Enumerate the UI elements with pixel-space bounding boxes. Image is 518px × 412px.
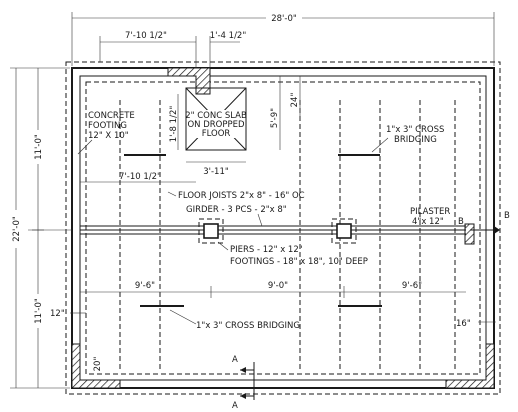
dim-corner: 20" [93, 357, 103, 372]
wall-outer-line [71, 67, 495, 389]
label-pilaster-2: 4"x 12" [412, 217, 444, 227]
label-concrete-footing-3: 12" X 10" [88, 131, 129, 141]
dim-text-bg [9, 210, 23, 248]
floor-joists [119, 100, 456, 370]
leader-concrete-footing [77, 139, 93, 155]
dim-top-left-run: 7'-10 1/2" [125, 31, 167, 41]
section-a-arrow-icon [240, 393, 246, 399]
dim-span-right: 9'-6" [402, 281, 422, 291]
dim-overall-depth: 22'-0" [12, 216, 22, 242]
slab-label-line3: FLOOR [202, 129, 231, 139]
dimension-lines: 28'-0" 7'-10 1/2" 1'-4 1/2" 1'-8 1/2" 5'… [9, 11, 496, 389]
section-a-top: A [232, 355, 238, 365]
dropped-slab: 2" CONC SLAB ON DROPPED FLOOR [185, 87, 247, 151]
section-a-bottom: A [232, 401, 238, 411]
pilaster [464, 223, 475, 245]
annotations: CONCRETE FOOTING 12" X 10" 1"x 3" CROSS … [77, 111, 450, 331]
dim-text-bg [31, 130, 45, 164]
dim-slab-width: 3'-11" [203, 167, 229, 177]
label-piers: PIERS - 12" x 12" [230, 245, 303, 255]
slab-outline [185, 87, 247, 151]
slab-label-line1: 2" CONC SLAB [185, 111, 247, 121]
piers [198, 218, 357, 244]
pier-footing [198, 218, 224, 244]
leader-floor-joists [167, 191, 177, 197]
pier [336, 223, 352, 239]
dim-span-center: 9'-0" [268, 281, 288, 291]
label-bridging-top-2: BRIDGING [394, 135, 437, 145]
section-a-arrow-icon [240, 367, 246, 373]
cross-bridging-marks [124, 154, 382, 307]
leader-bridging-top [371, 137, 389, 153]
hatched-wall-notch [167, 67, 211, 95]
label-pilaster-1: PILASTER [410, 207, 450, 217]
label-bridging-bottom: 1"x 3" CROSS BRIDGING [196, 321, 300, 331]
label-concrete-footing-2: FOOTING [88, 121, 127, 131]
section-b-right: B [504, 211, 510, 221]
footing-outline-outer [65, 61, 501, 395]
section-markers: B B A A [232, 211, 510, 411]
label-bridging-top-1: 1"x 3" CROSS [386, 125, 444, 135]
label-floor-joists: FLOOR JOISTS 2"x 8" - 16" OC [178, 191, 305, 201]
dim-span-left: 9'-6" [135, 281, 155, 291]
dim-slab-top: 24" [290, 93, 300, 108]
dim-slab-depth: 5'-9" [270, 108, 280, 128]
hatched-corner-bottom-right [445, 343, 495, 389]
footing-outline-inner [85, 81, 481, 375]
leader-bridging-bottom [169, 309, 197, 325]
dim-mid-left-run: 7'-10 1/2" [119, 172, 161, 182]
dim-upper-half: 11'-0" [34, 134, 44, 160]
section-b-arrow-icon [494, 226, 500, 234]
dim-lower-half: 11'-0" [34, 298, 44, 324]
slab-label-line2: ON DROPPED [187, 120, 245, 130]
girder [28, 225, 466, 235]
dim-text-bg [266, 11, 302, 23]
wall-inner-line [79, 75, 487, 381]
dim-top-small: 1'-4 1/2" [210, 31, 247, 41]
label-concrete-footing-1: CONCRETE [88, 111, 135, 121]
dim-text-bg [31, 294, 45, 328]
pier [203, 223, 219, 239]
label-footings: FOOTINGS - 18" x 18", 10" DEEP [230, 257, 368, 267]
slab-label-background [191, 110, 241, 138]
leader-piers [217, 241, 229, 251]
dim-overall-width: 28'-0" [271, 14, 297, 24]
dim-wall-left: 12" [50, 309, 65, 319]
section-b-left: B [458, 217, 464, 227]
dim-slab-offset: 1'-8 1/2" [169, 106, 179, 143]
leader-girder [257, 213, 263, 227]
dim-wall-right: 16" [456, 319, 471, 329]
label-girder: GIRDER - 3 PCS - 2"x 8" [186, 205, 287, 215]
pier-footing [331, 218, 357, 244]
hatched-corner-bottom-left [71, 343, 121, 389]
